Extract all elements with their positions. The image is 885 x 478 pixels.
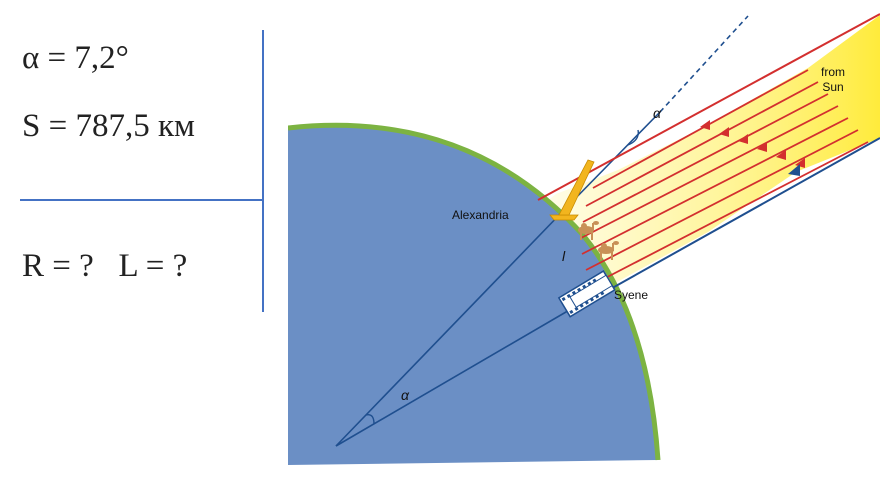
vertical-divider bbox=[262, 30, 264, 312]
diagram-canvas: Alexandria Syene from Sun α α l bbox=[288, 13, 880, 465]
center-alpha-label: α bbox=[401, 387, 410, 403]
from-sun-label-line2: Sun bbox=[822, 80, 843, 94]
earth-globe bbox=[288, 125, 658, 465]
sun-ray-lower-edge bbox=[597, 137, 880, 297]
vertical-extension-dashed bbox=[659, 15, 749, 113]
top-alpha-label: α bbox=[653, 105, 662, 121]
lower-edge-arrowhead bbox=[788, 164, 800, 176]
center-angle-arc bbox=[365, 414, 375, 425]
radius-line-alexandria bbox=[335, 209, 565, 447]
arc-length-label: l bbox=[562, 248, 566, 264]
horizontal-divider bbox=[20, 199, 263, 201]
unknowns-question: R = ? L = ? bbox=[22, 248, 188, 284]
earth-surface-rim bbox=[288, 122, 661, 461]
sun-ray-arrowheads bbox=[700, 120, 805, 168]
distance-given: S = 787,5 км bbox=[22, 108, 195, 144]
alpha-given: α = 7,2° bbox=[22, 40, 129, 76]
camel-icon-second bbox=[598, 241, 619, 260]
syene-label: Syene bbox=[614, 288, 648, 302]
sun-rays bbox=[580, 69, 869, 287]
vertical-extension-solid bbox=[563, 111, 661, 211]
problem-statement: α = 7,2° S = 787,5 км R = ? L = ? bbox=[0, 0, 270, 478]
sun-beam bbox=[530, 15, 880, 298]
alexandria-label: Alexandria bbox=[452, 208, 509, 222]
obelisk-alexandria bbox=[549, 159, 595, 221]
syene-well bbox=[557, 270, 616, 318]
camel-icon bbox=[578, 221, 599, 240]
eratosthenes-diagram: Alexandria Syene from Sun α α l bbox=[288, 10, 880, 465]
sun-ray-upper-edge bbox=[537, 13, 880, 201]
top-angle-arc bbox=[627, 129, 639, 146]
radius-line-syene bbox=[335, 304, 579, 447]
from-sun-label-line1: from bbox=[821, 65, 845, 79]
